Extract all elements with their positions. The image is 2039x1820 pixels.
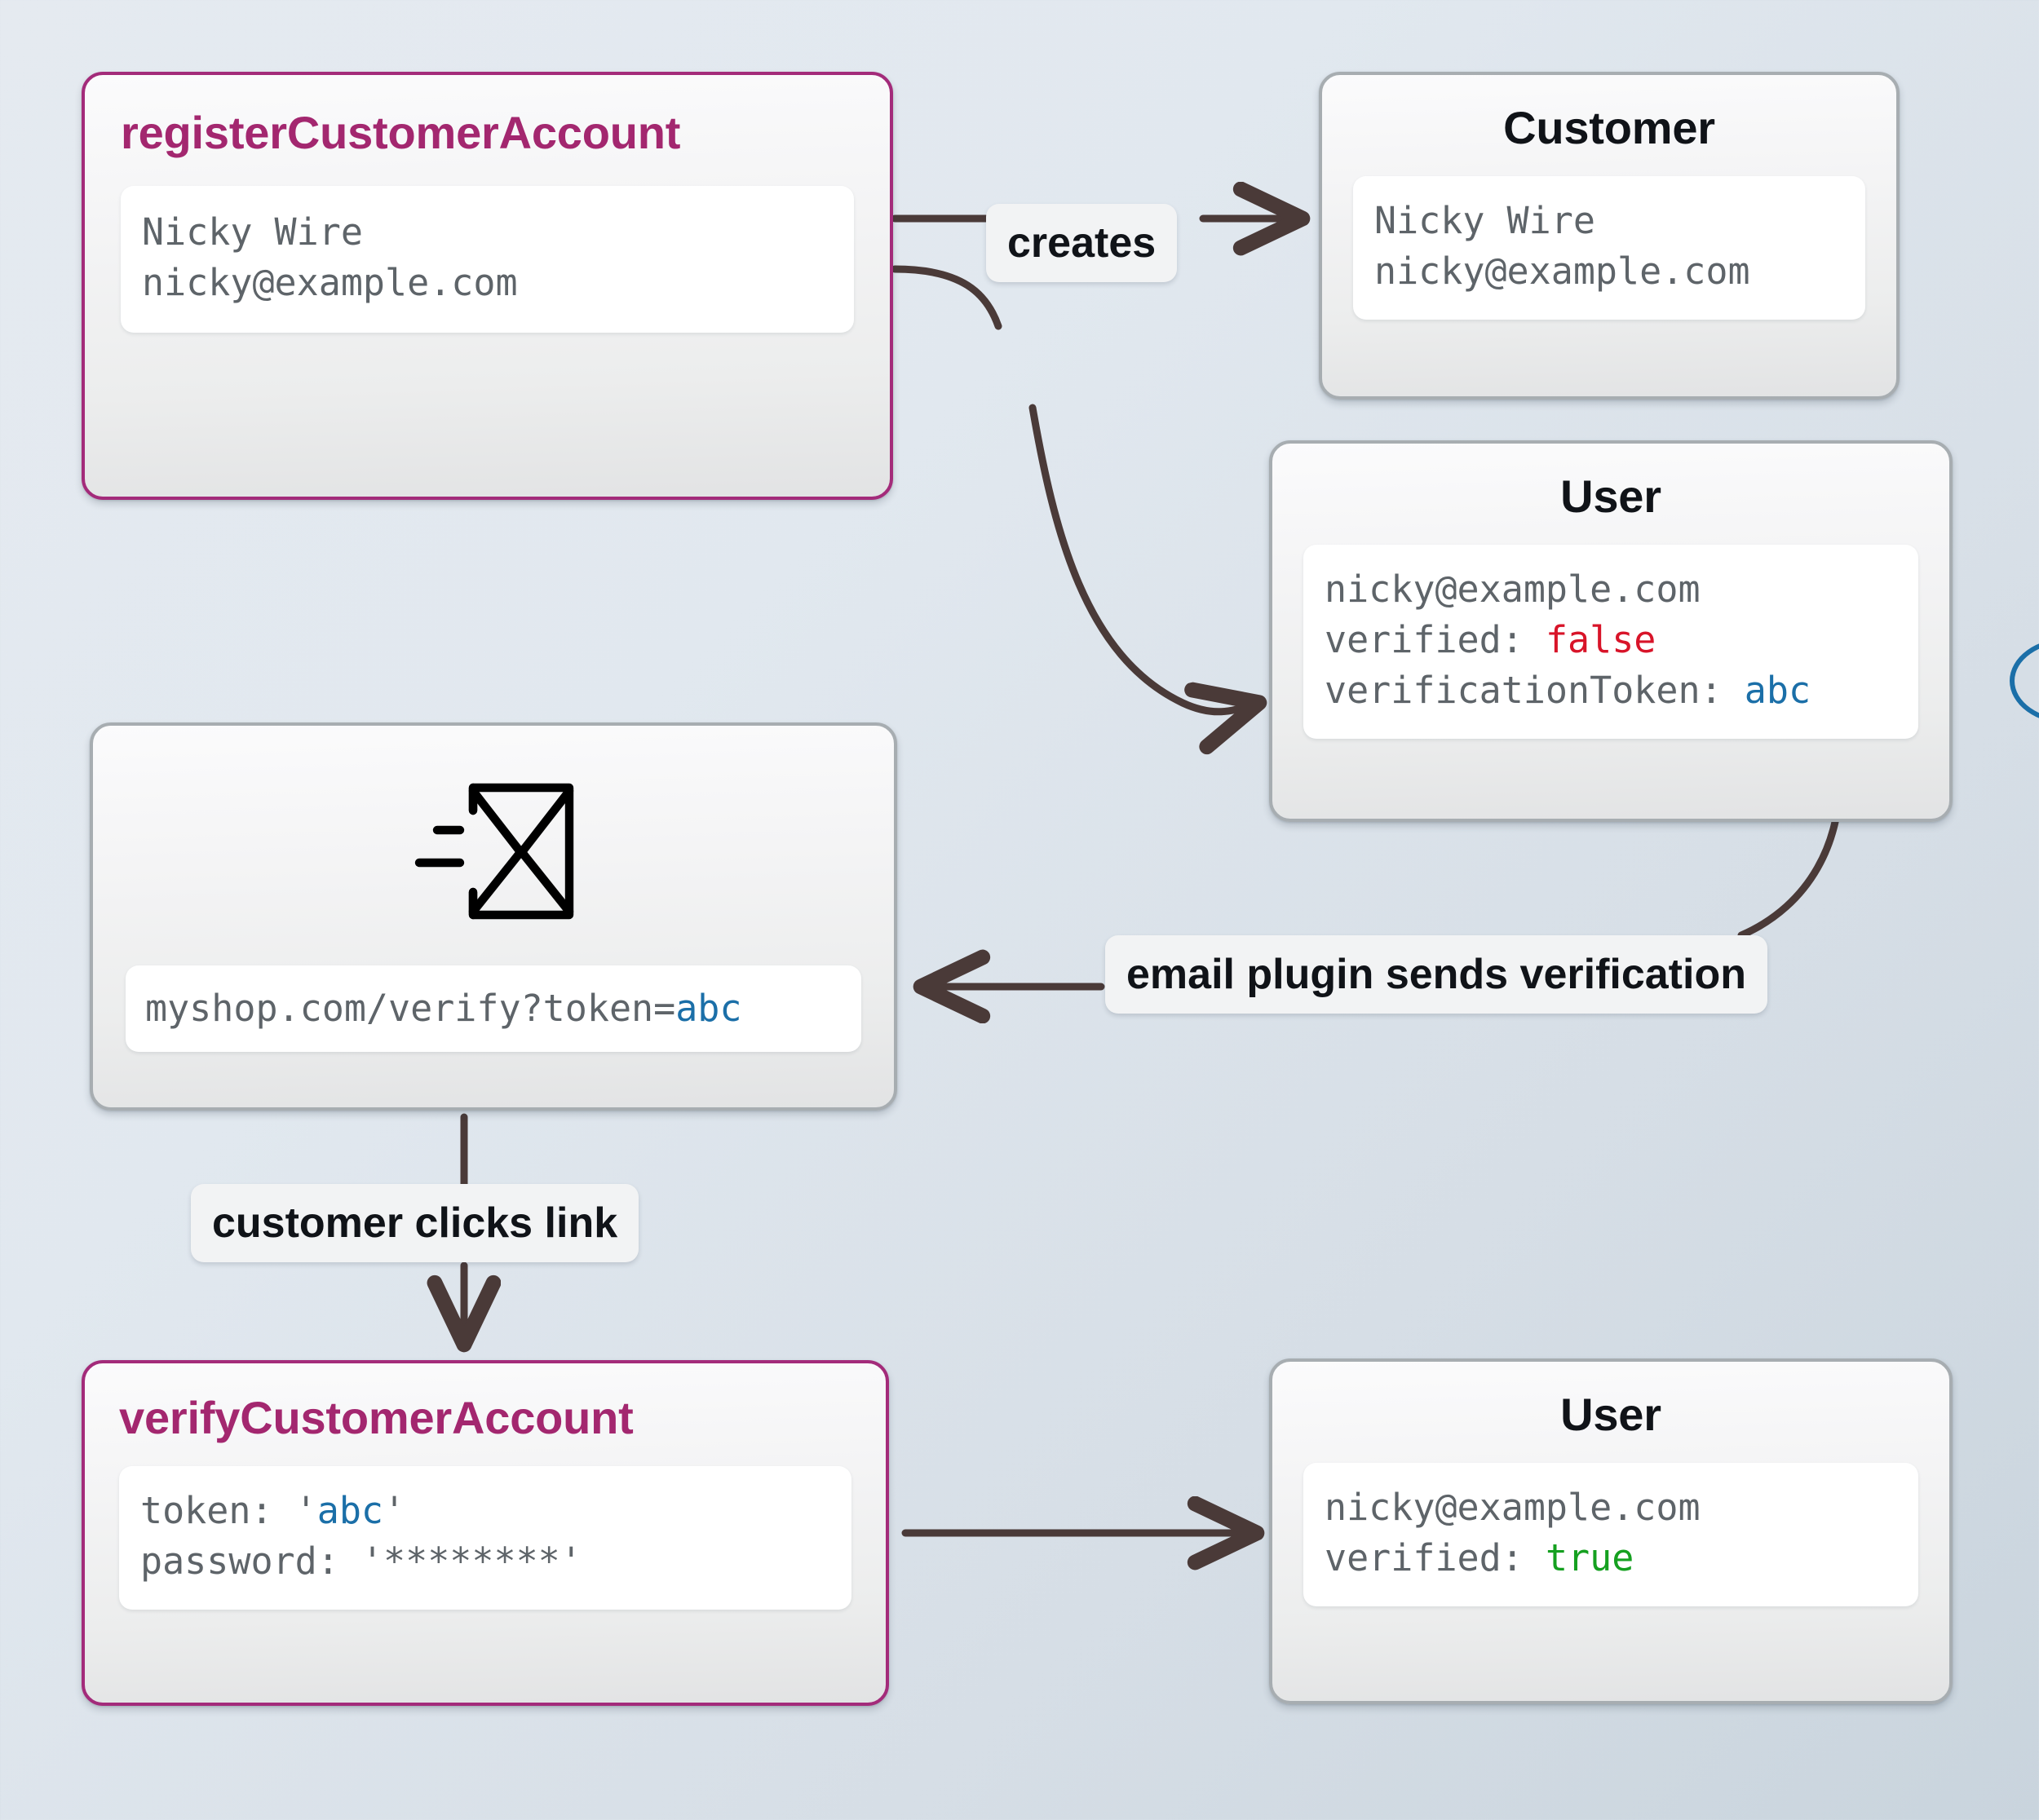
node-verify-panel: token: 'abc' password: '********' [119, 1465, 851, 1610]
user-top-token-value: abc [1744, 668, 1811, 712]
user-bottom-verified-value: true [1545, 1535, 1634, 1579]
node-register-customer-account[interactable]: registerCustomerAccount Nicky Wire nicky… [82, 72, 893, 500]
user-top-verified-value: false [1545, 617, 1656, 661]
node-user-verified-title: User [1560, 1389, 1661, 1440]
user-top-verified-row: verified: false [1325, 615, 1897, 665]
user-top-token-key: verificationToken: [1325, 668, 1745, 712]
user-top-email-row: nicky@example.com [1325, 567, 1701, 611]
node-user-verified-panel: nicky@example.com verified: true [1303, 1462, 1918, 1606]
verify-password-value: '********' [360, 1539, 582, 1583]
user-top-token-row: verificationToken: abc [1325, 637, 2039, 724]
verify-token-quote-close: ' [383, 1488, 406, 1532]
user-bottom-email-row: nicky@example.com [1325, 1485, 1701, 1529]
customer-email-row: nicky@example.com [1374, 249, 1750, 293]
verify-password-row: password: '********' [140, 1536, 830, 1587]
node-register-title: registerCustomerAccount [121, 107, 681, 158]
node-email-link-panel[interactable]: myshop.com/verify?token=abc [126, 965, 861, 1053]
edge-register-to-user-curve-a [891, 265, 1002, 330]
node-customer-title: Customer [1503, 102, 1715, 153]
node-verification-email[interactable]: myshop.com/verify?token=abc [90, 722, 897, 1111]
node-user-unverified-panel: nicky@example.com verified: false verifi… [1303, 544, 2039, 739]
user-bottom-verified-key: verified: [1325, 1535, 1546, 1579]
verify-token-quote-open: ' [294, 1488, 317, 1532]
edge-label-email-plugin-sends-verification: email plugin sends verification [1105, 935, 1767, 1014]
send-email-envelope-icon [406, 775, 581, 928]
register-name-row: Nicky Wire [142, 210, 363, 254]
node-user-unverified-title: User [1560, 470, 1661, 522]
register-email-row: nicky@example.com [142, 260, 518, 304]
email-verify-link[interactable]: myshop.com/verify?token=abc [145, 983, 842, 1034]
node-user-verified[interactable]: User nicky@example.com verified: true [1269, 1358, 1953, 1704]
email-link-token: abc [675, 987, 742, 1030]
node-verify-customer-account[interactable]: verifyCustomerAccount token: 'abc' passw… [82, 1360, 889, 1706]
token-highlight-ellipse-icon [2010, 637, 2039, 724]
user-top-verified-key: verified: [1325, 617, 1546, 661]
node-register-panel: Nicky Wire nicky@example.com [121, 185, 854, 333]
user-bottom-verified-row: verified: true [1325, 1533, 1897, 1584]
verify-token-key: token: [140, 1488, 295, 1532]
verify-token-value: abc [316, 1488, 384, 1532]
customer-name-row: Nicky Wire [1374, 198, 1595, 242]
verify-password-key: password: [140, 1539, 361, 1583]
node-customer-panel: Nicky Wire nicky@example.com [1353, 175, 1865, 320]
node-customer[interactable]: Customer Nicky Wire nicky@example.com [1319, 72, 1900, 400]
edge-label-creates: creates [986, 204, 1178, 282]
email-link-prefix: myshop.com/verify?token= [145, 987, 676, 1030]
node-user-unverified[interactable]: User nicky@example.com verified: false v… [1269, 440, 2039, 822]
edge-label-customer-clicks-link: customer clicks link [191, 1184, 639, 1262]
verify-token-row: token: 'abc' [140, 1486, 830, 1536]
edge-creates-to-user-curve-b [1028, 404, 1258, 712]
node-verify-title: verifyCustomerAccount [119, 1392, 634, 1443]
